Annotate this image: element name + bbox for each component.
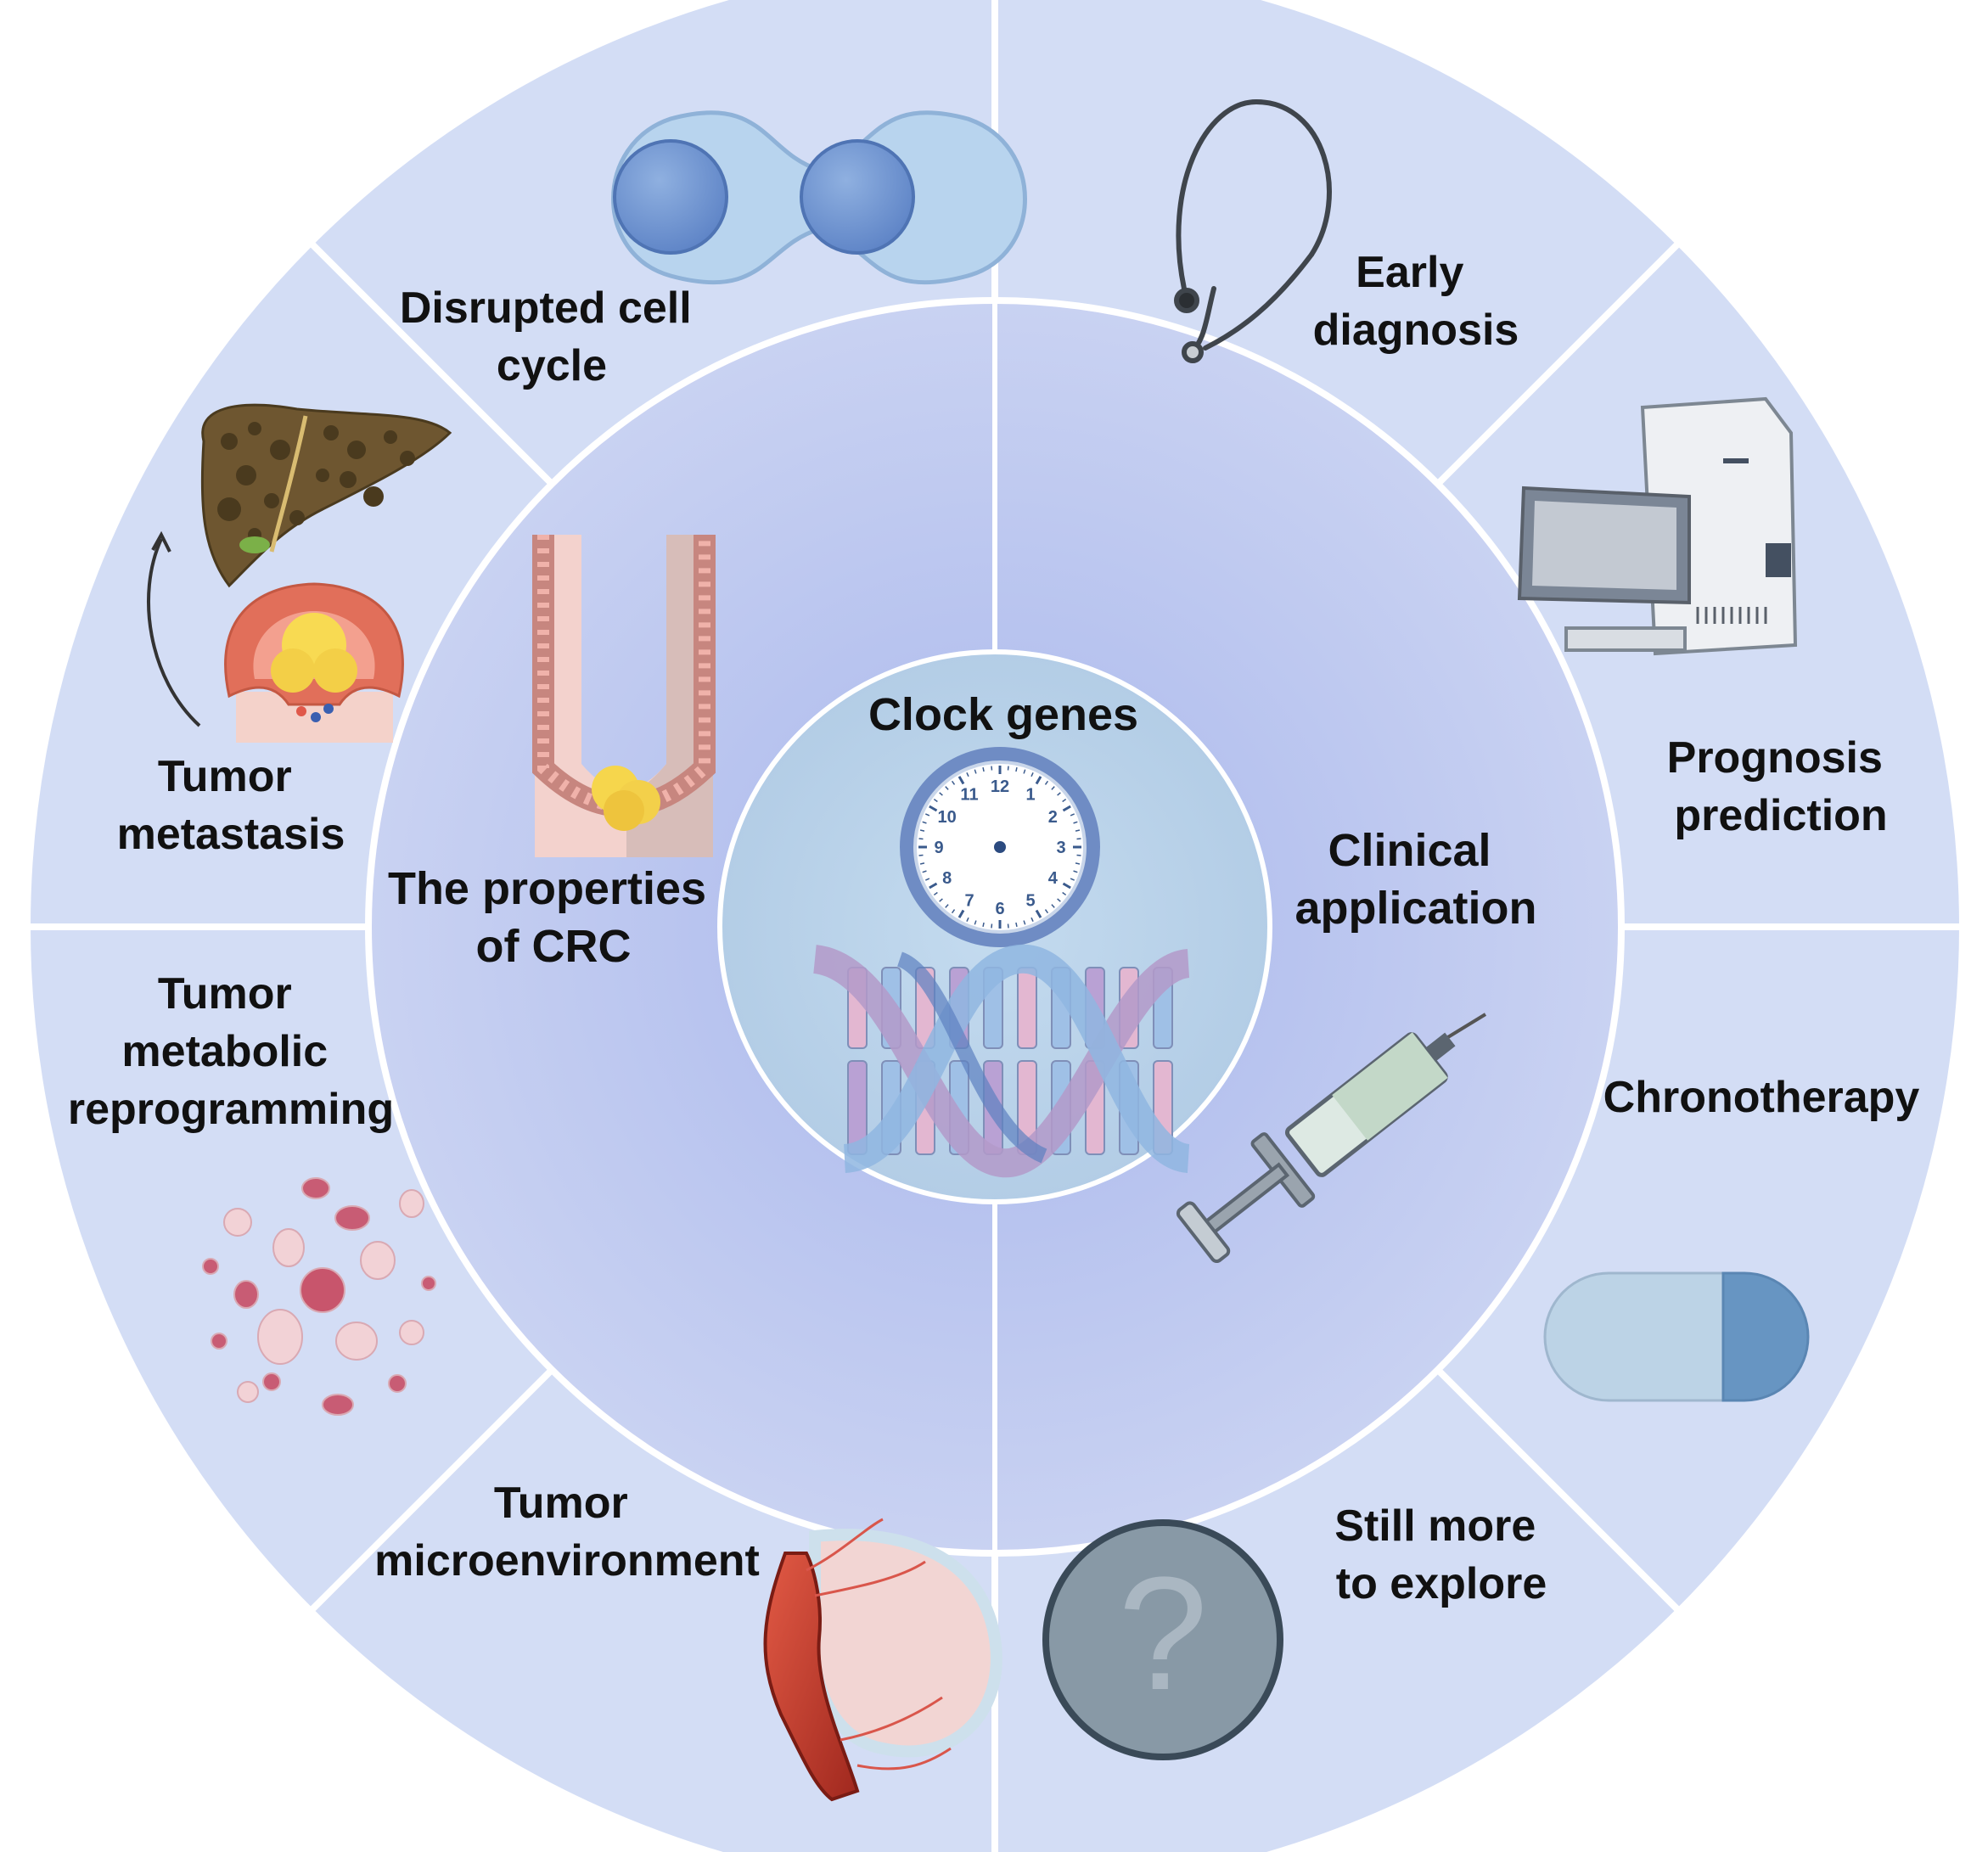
analyzer-machine-icon xyxy=(1517,396,1798,656)
capsule-icon xyxy=(1543,1271,1810,1402)
divider-line xyxy=(305,237,554,486)
clock-number: 12 xyxy=(991,777,1009,796)
stethoscope-icon xyxy=(1174,98,1332,363)
label-tumor-microenvironment: Tumor microenvironment xyxy=(374,1479,760,1585)
center-title: Clock genes xyxy=(868,689,1138,740)
clock-number: 10 xyxy=(938,808,957,827)
divider-line xyxy=(1435,1367,1685,1617)
clock-number: 4 xyxy=(1048,869,1059,888)
question-mark-icon: ? xyxy=(1042,1519,1283,1760)
syringe-icon xyxy=(1176,1013,1487,1264)
label-clinical-application: Clinical application xyxy=(1294,825,1536,934)
label-still-more-to-explore: Still more to explore xyxy=(1334,1501,1547,1608)
label-tumor-metabolic-reprogramming: Tumor metabolic reprogramming xyxy=(68,969,394,1134)
colon-crypt-icon xyxy=(532,535,716,857)
blood-vessel-tumor-icon xyxy=(763,1518,1002,1802)
svg-text:?: ? xyxy=(1118,1544,1208,1724)
clock-number: 8 xyxy=(942,869,952,888)
divider-line xyxy=(305,1367,554,1617)
clock-number: 6 xyxy=(995,900,1004,918)
label-prognosis-prediction: Prognosis prediction xyxy=(1667,733,1895,840)
clock-number: 1 xyxy=(1025,786,1035,805)
label-early-diagnosis: Early diagnosis xyxy=(1313,248,1519,355)
outer-ring-dividers xyxy=(23,0,1967,1852)
liver-metastasis-icon xyxy=(147,403,452,743)
divider-line xyxy=(1435,237,1685,486)
metabolite-particles-icon xyxy=(202,1177,436,1416)
clock-number: 5 xyxy=(1025,891,1035,910)
dna-helix-icon xyxy=(811,944,1192,1178)
clock-number: 7 xyxy=(964,891,974,910)
clock-number: 9 xyxy=(934,839,943,857)
label-tumor-metastasis: Tumor metastasis xyxy=(117,752,345,859)
label-properties-of-crc: The properties of CRC xyxy=(388,863,719,972)
dividing-cell-icon xyxy=(611,110,1027,285)
clock-number: 3 xyxy=(1056,839,1065,857)
label-disrupted-cell-cycle: Disrupted cell cycle xyxy=(400,283,704,390)
clock-number: 11 xyxy=(960,786,978,805)
label-chronotherapy: Chronotherapy xyxy=(1603,1073,1920,1122)
clock-number: 2 xyxy=(1048,808,1058,827)
